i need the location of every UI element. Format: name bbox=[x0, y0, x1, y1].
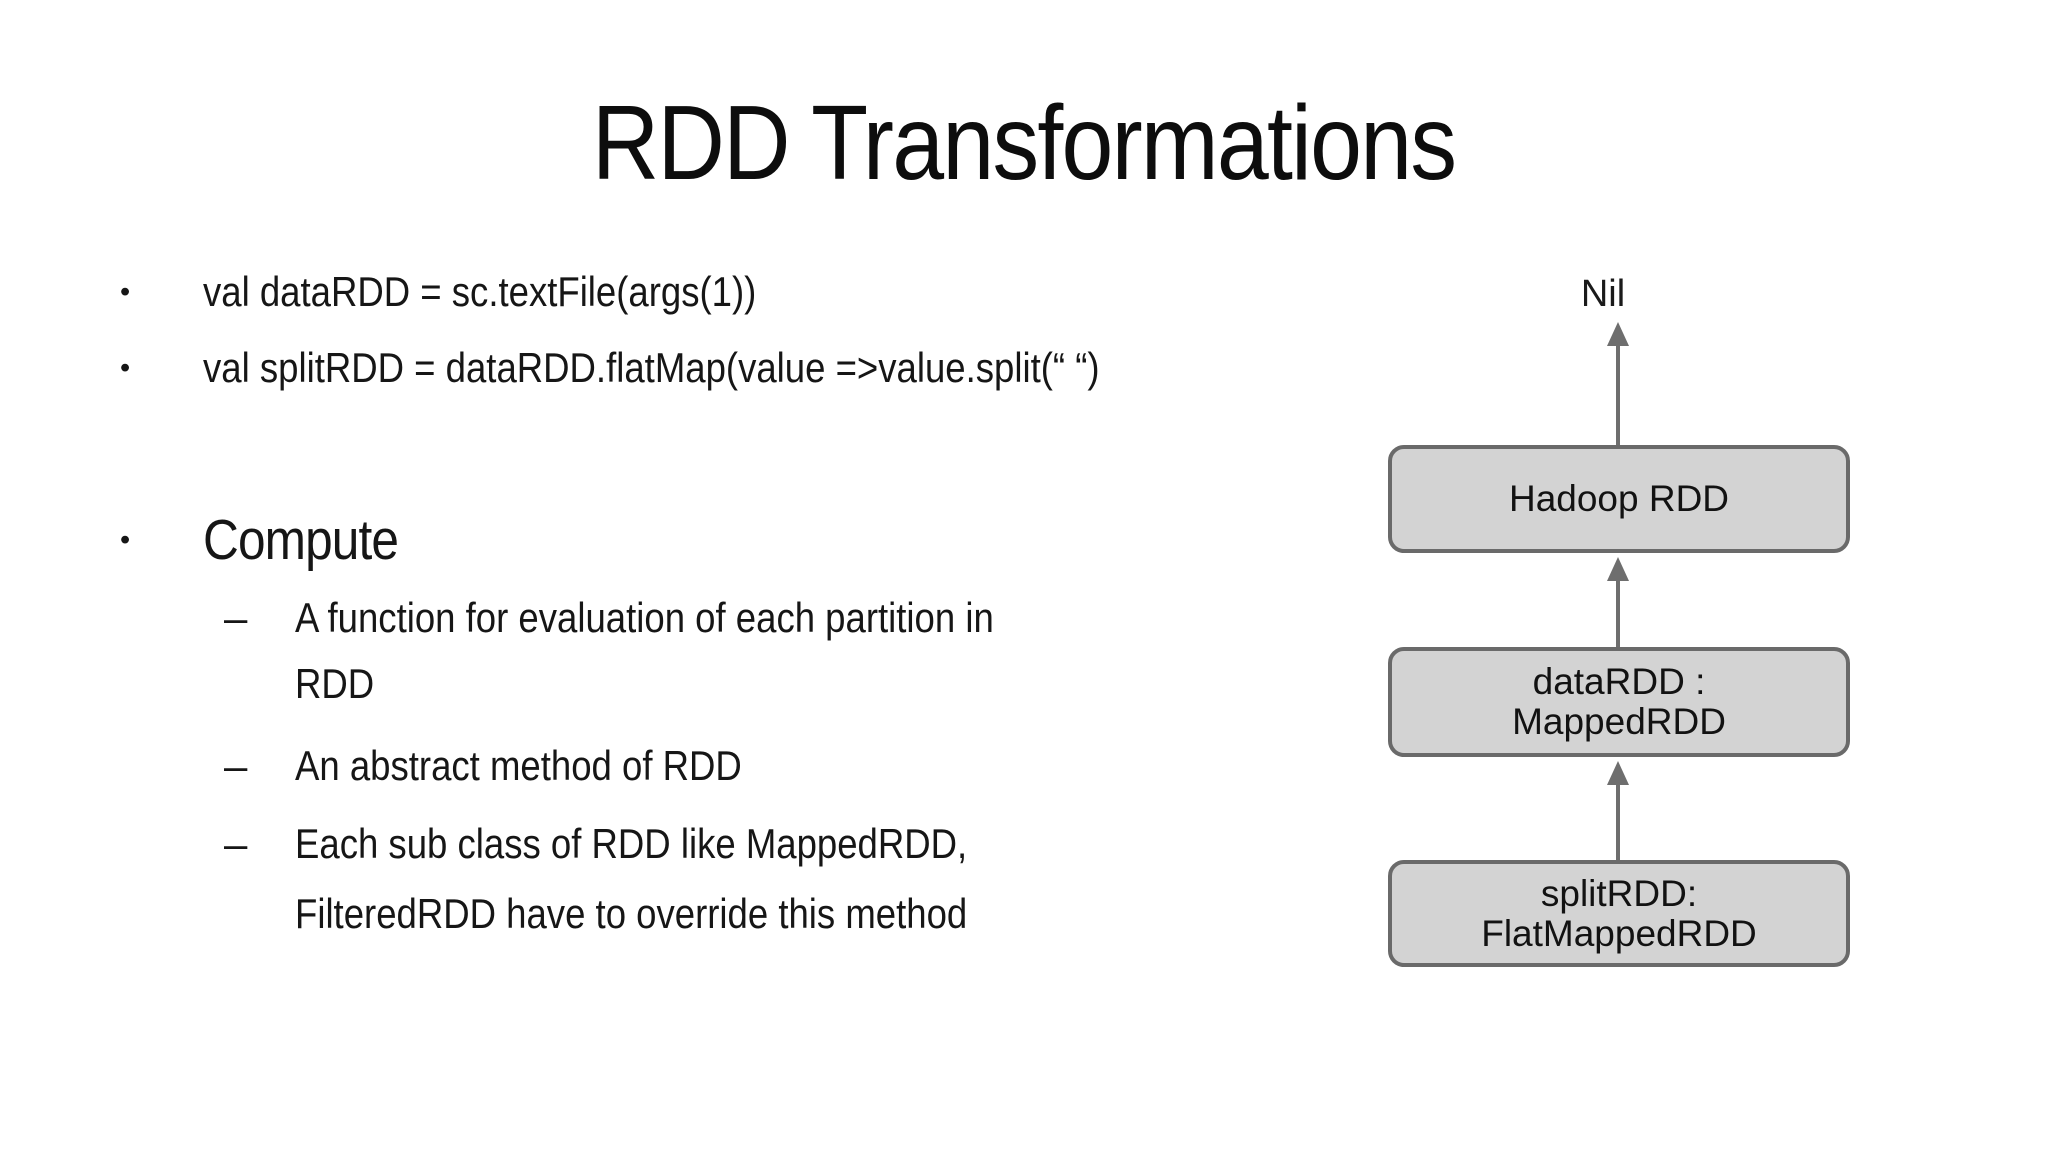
arrow-up-icon bbox=[1607, 761, 1629, 785]
bullet-text: An abstract method of RDD bbox=[295, 741, 809, 791]
bullet-dot-icon: • bbox=[120, 276, 131, 308]
bullet-text: val dataRDD = sc.textFile(args(1)) bbox=[203, 267, 839, 317]
sub-bullet-line: RDD bbox=[295, 660, 375, 707]
arrow-shaft bbox=[1616, 579, 1620, 647]
bullet-item-compute: • Compute bbox=[120, 508, 427, 572]
diagram-node-hadoop-rdd: Hadoop RDD bbox=[1388, 445, 1850, 553]
bullet-dash-icon: – bbox=[224, 820, 248, 867]
bullet-item-code-2: • val splitRDD = dataRDD.flatMap(value =… bbox=[120, 343, 1234, 393]
arrow-shaft bbox=[1616, 344, 1620, 445]
code-line: val splitRDD = dataRDD.flatMap(value =>v… bbox=[203, 344, 1100, 391]
slide-title-text: RDD Transformations bbox=[592, 84, 1457, 202]
bullet-text: Compute bbox=[203, 508, 427, 572]
sub-bullet-line: An abstract method of RDD bbox=[295, 742, 742, 789]
bullet-dot-icon: • bbox=[120, 352, 131, 384]
node-label-line: FlatMappedRDD bbox=[1481, 912, 1757, 954]
arrow-up-icon bbox=[1607, 557, 1629, 581]
bullet-text: A function for evaluation of each partit… bbox=[295, 585, 1098, 717]
sub-bullet-line: FilteredRDD have to override this method bbox=[295, 890, 968, 937]
arrow-shaft bbox=[1616, 783, 1620, 860]
bullet-dash-icon: – bbox=[224, 594, 248, 641]
diagram-nil-label: Nil bbox=[1580, 273, 1626, 315]
code-line: val dataRDD = sc.textFile(args(1)) bbox=[203, 268, 757, 315]
arrow-up-icon bbox=[1607, 322, 1629, 346]
diagram-node-datardd-mappedrdd: dataRDD : MappedRDD bbox=[1388, 647, 1850, 757]
sub-bullet-item-3: – Each sub class of RDD like MappedRDD, … bbox=[224, 809, 1068, 949]
sub-bullet-item-2: – An abstract method of RDD bbox=[224, 741, 809, 791]
bullet-dot-icon: • bbox=[120, 524, 130, 556]
node-label-line: splitRDD: bbox=[1540, 872, 1698, 914]
node-label-line: MappedRDD bbox=[1512, 701, 1726, 742]
bullet-text: val splitRDD = dataRDD.flatMap(value =>v… bbox=[203, 343, 1234, 393]
sub-bullet-line: A function for evaluation of each partit… bbox=[295, 594, 994, 641]
bullet-text: Each sub class of RDD like MappedRDD, Fi… bbox=[295, 809, 1068, 949]
diagram-node-splitrdd-flatmappedrdd: splitRDD: FlatMappedRDD bbox=[1388, 860, 1850, 967]
node-label-line: Hadoop RDD bbox=[1508, 478, 1730, 519]
node-label-line: dataRDD : bbox=[1532, 661, 1706, 702]
slide-title: RDD Transformations bbox=[0, 84, 2048, 202]
bullet-dash-icon: – bbox=[224, 742, 248, 789]
sub-bullet-item-1: – A function for evaluation of each part… bbox=[224, 585, 1098, 717]
heading-line: Compute bbox=[203, 508, 399, 572]
sub-bullet-line: Each sub class of RDD like MappedRDD, bbox=[295, 820, 968, 867]
bullet-item-code-1: • val dataRDD = sc.textFile(args(1)) bbox=[120, 267, 839, 317]
